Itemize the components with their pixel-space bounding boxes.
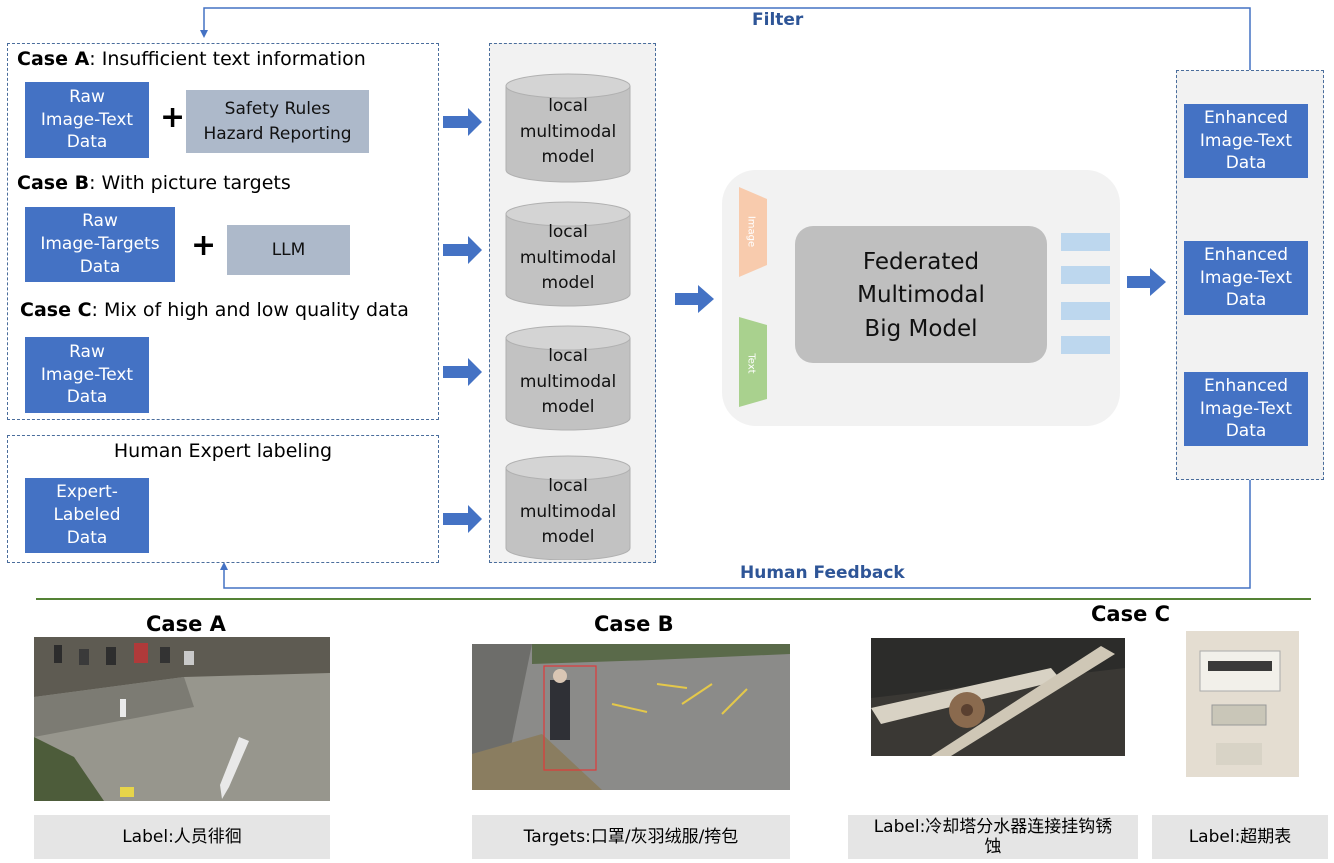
case-a-scene: [34, 637, 330, 801]
case-b-heading: Case B: With picture targets: [17, 172, 291, 194]
filter-arrowhead: [200, 30, 208, 38]
llm-box: LLM: [227, 225, 350, 275]
arrow-expert: [443, 505, 482, 533]
section-separator: [36, 598, 1311, 600]
feedback-line: [223, 480, 1251, 589]
case-c-name: Case C: [20, 299, 92, 321]
output-token-3: [1061, 302, 1110, 320]
case-a-desc: : Insufficient text information: [89, 48, 366, 70]
arrow-to-enhanced: [1127, 268, 1166, 296]
local-model-cylinder-2: [505, 201, 631, 307]
federated-model-title: Federated Multimodal Big Model: [857, 249, 985, 342]
case-b-photo: [472, 644, 790, 790]
modality-encoders: [739, 187, 767, 407]
local-model-cylinder-1: [505, 73, 631, 183]
filter-line: [203, 7, 1251, 70]
human-feedback-label: Human Feedback: [740, 563, 905, 583]
local-model-label-4: local multimodal model: [519, 476, 617, 547]
case-a-photo: [34, 637, 330, 801]
example-case-a-title: Case A: [146, 612, 226, 636]
case-a-heading: Case A: Insufficient text information: [17, 48, 366, 70]
output-token-2: [1061, 266, 1110, 284]
arrow-to-federated: [675, 285, 714, 313]
case-c-label-2: Label:超期表: [1152, 815, 1328, 859]
enhanced-data-1: Enhanced Image-Text Data: [1184, 104, 1308, 178]
case-a-label: Label:人员徘徊: [34, 815, 330, 859]
raw-image-targets-data: Raw Image-Targets Data: [25, 207, 175, 282]
arrow-case-b: [443, 236, 482, 264]
case-c-scene-1: [871, 638, 1125, 756]
local-model-cylinder-3: [505, 325, 631, 431]
feedback-arrowhead: [220, 562, 228, 570]
feedback-connectors: [200, 7, 1251, 589]
case-c-scene-2: [1186, 631, 1299, 777]
case-b-label: Targets:口罩/灰羽绒服/挎包: [472, 815, 790, 859]
enhanced-data-3: Enhanced Image-Text Data: [1184, 372, 1308, 446]
case-c-heading: Case C: Mix of high and low quality data: [20, 299, 409, 321]
local-model-label-3: local multimodal model: [519, 346, 617, 417]
local-model-label-1: local multimodal model: [519, 96, 617, 167]
output-token-4: [1061, 336, 1110, 354]
example-case-c-title: Case C: [1091, 602, 1171, 626]
plus-sign-b: +: [191, 228, 217, 263]
raw-image-text-data-a: Raw Image-Text Data: [25, 82, 149, 158]
image-encoder-shape: [739, 187, 767, 277]
expert-labeling-panel: [7, 435, 439, 563]
local-model-cylinders: [505, 73, 631, 560]
local-model-cylinder-4: [505, 455, 631, 560]
expert-labeled-data: Expert- Labeled Data: [25, 478, 149, 553]
input-arrows: [443, 108, 482, 533]
case-c-label-1: Label:冷却塔分水器连接挂钩锈蚀: [848, 815, 1138, 859]
arrow-case-c: [443, 358, 482, 386]
image-encoder-tag: Image: [745, 215, 757, 248]
input-cases-panel: [7, 43, 439, 420]
text-encoder-shape: [739, 317, 767, 407]
case-c-photo-2: [1186, 631, 1299, 777]
case-b-scene: [472, 644, 790, 790]
case-c-photo-1: [871, 638, 1125, 756]
example-case-b-title: Case B: [594, 612, 674, 636]
arrow-case-a: [443, 108, 482, 136]
expert-labeling-title: Human Expert labeling: [113, 440, 333, 462]
federated-model-core: [795, 226, 1047, 363]
case-a-name: Case A: [17, 48, 90, 70]
local-model-label-2: local multimodal model: [519, 222, 617, 293]
case-b-name: Case B: [17, 172, 90, 194]
filter-label: Filter: [752, 10, 804, 30]
enhanced-data-2: Enhanced Image-Text Data: [1184, 241, 1308, 315]
case-b-desc: : With picture targets: [89, 172, 291, 194]
safety-rules-box: Safety Rules Hazard Reporting: [186, 90, 369, 153]
text-encoder-tag: Text: [745, 353, 757, 374]
raw-image-text-data-c: Raw Image-Text Data: [25, 337, 149, 413]
output-token-1: [1061, 233, 1110, 251]
plus-sign-a: +: [160, 100, 186, 135]
case-c-desc: : Mix of high and low quality data: [91, 299, 409, 321]
